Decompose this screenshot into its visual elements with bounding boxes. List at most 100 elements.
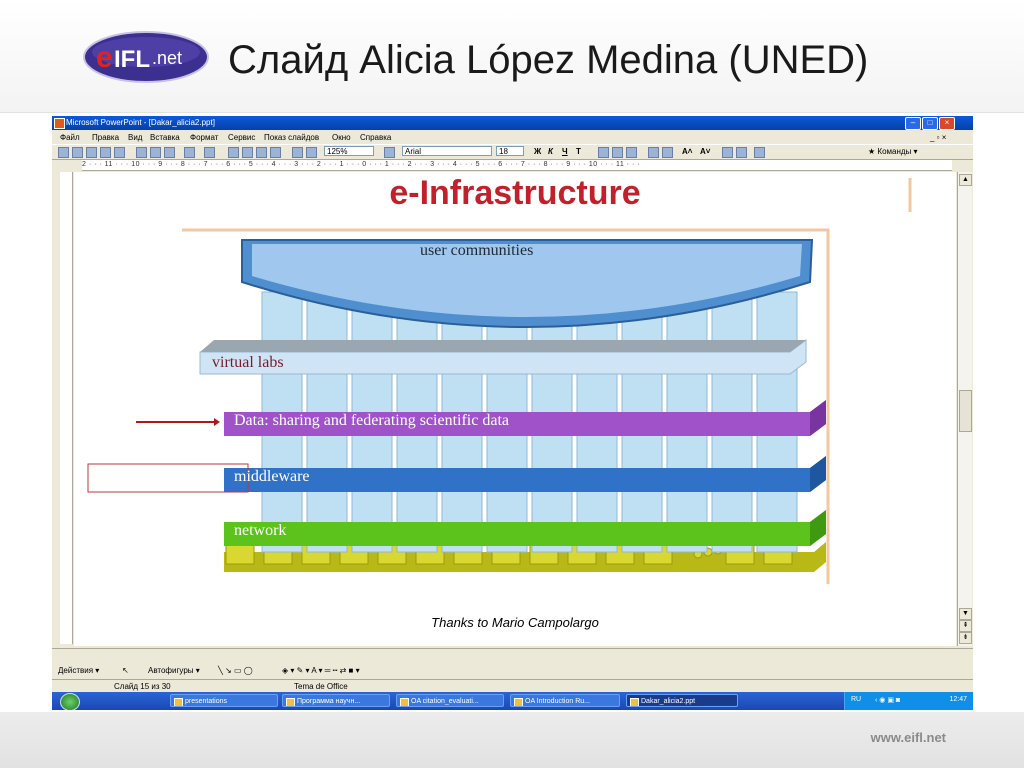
tray-icons[interactable]: ‹ ◉ ▣ ◙ [875,697,901,704]
doc-window-controls[interactable]: _ ▫ × [930,133,947,142]
task-dakar-ppt[interactable]: Dakar_alicia2.ppt [626,694,738,707]
credit-text: Thanks to Mario Campolargo [431,615,599,630]
cut-icon[interactable] [136,147,147,158]
numbering-icon[interactable] [648,147,659,158]
base-layer [224,542,826,572]
decrease-font-button[interactable]: A˅ [700,147,711,156]
task-oa-citation[interactable]: OA citation_evaluati... [396,694,504,707]
footer-url[interactable]: www.eifl.net [870,730,946,745]
menu-bar: Файл Правка Вид Вставка Формат Сервис По… [52,131,973,143]
label-network: network [234,522,287,539]
window-title: Microsoft PowerPoint - [Dakar_alicia2.pp… [66,118,215,127]
promote-icon[interactable] [722,147,733,158]
menu-window[interactable]: Окно [332,133,351,142]
font-name-select[interactable]: Arial [402,146,492,156]
insert-chart-icon[interactable] [270,147,281,158]
powerpoint-window: Microsoft PowerPoint - [Dakar_alicia2.pp… [52,116,973,710]
menu-insert[interactable]: Вставка [150,133,180,142]
horizontal-ruler[interactable]: 2 · · · 11 · · · 10 · · · 9 · · · 8 · · … [82,160,952,171]
select-arrow-icon[interactable]: ↖ [122,666,129,675]
menu-file[interactable]: Файл [60,133,80,142]
menu-help[interactable]: Справка [360,133,392,142]
menu-slideshow[interactable]: Показ слайдов [264,133,320,142]
commands-button[interactable]: ★ Команды ▾ [868,147,918,156]
vertical-scrollbar[interactable]: ▲ ▼ ⇞ ⇟ [957,172,972,646]
slide-header: e IFL .net Слайд Alicia López Medina (UN… [0,0,1024,113]
underline-button[interactable]: Ч [562,147,568,156]
vertical-ruler[interactable] [60,172,73,644]
font-size-select[interactable]: 18 [496,146,524,156]
fill-color-icon[interactable]: ◈ ▾ ✎ ▾ A ▾ ═ ┅ ⇄ ■ ▾ [282,666,360,675]
middleware-layer-shape [224,456,826,492]
slide-title: Слайд Alicia López Medina (UNED) [228,38,869,82]
scroll-down-icon[interactable]: ▼ [959,608,972,620]
task-presentations[interactable]: presentations [170,694,278,707]
arrowhead-icon [214,418,220,426]
menu-view[interactable]: Вид [128,133,143,142]
paste-icon[interactable] [164,147,175,158]
language-indicator[interactable]: RU [851,696,862,703]
print-icon[interactable] [100,147,111,158]
close-button[interactable]: × [939,117,955,130]
save-icon[interactable] [86,147,97,158]
previous-slide-icon[interactable]: ⇞ [959,620,972,632]
bold-button[interactable]: Ж [534,147,542,156]
chart-icon[interactable] [228,147,239,158]
align-center-icon[interactable] [612,147,623,158]
standard-toolbar: 125% Arial 18 Ж К Ч Т A˄ A˅ ★ Команды ▾ [52,144,973,160]
logo-net: .net [152,48,182,68]
preview-icon[interactable] [114,147,125,158]
demote-icon[interactable] [736,147,747,158]
menu-tools[interactable]: Сервис [228,133,256,142]
eifl-logo: e IFL .net [83,31,209,83]
new-icon[interactable] [58,147,69,158]
minimize-button[interactable]: – [905,117,921,130]
frame-border [182,228,830,584]
redo-icon[interactable] [204,147,215,158]
increase-font-button[interactable]: A˄ [682,147,693,156]
logo-e: e [96,41,113,74]
slide-canvas[interactable]: e-Infrastructure [74,172,956,646]
start-button[interactable] [60,693,80,710]
help-icon[interactable] [384,147,395,158]
commands-label: Команды [877,147,912,156]
task-oa-introduction[interactable]: OA Introduction Ru... [510,694,620,707]
show-formatting-icon[interactable] [306,147,317,158]
align-left-icon[interactable] [598,147,609,158]
drawing-toolbar: Действия ▾ ↖ Автофигуры ▾ ╲ ↘ ▭ ◯ ◈ ▾ ✎ … [52,663,973,677]
task-program[interactable]: Программа научн... [282,694,390,707]
open-icon[interactable] [72,147,83,158]
infrastructure-diagram [87,178,912,584]
selection-outline [87,463,249,493]
copy-icon[interactable] [150,147,161,158]
scroll-thumb[interactable] [959,390,972,432]
powerpoint-icon [54,118,65,129]
tables-borders-icon[interactable] [256,147,267,158]
scroll-up-icon[interactable]: ▲ [959,174,972,186]
bullets-icon[interactable] [662,147,673,158]
italic-button[interactable]: К [548,147,553,156]
horizontal-scrollbar[interactable] [52,648,973,661]
zoom-select[interactable]: 125% [324,146,374,156]
menu-edit[interactable]: Правка [92,133,120,142]
undo-icon[interactable] [184,147,195,158]
align-right-icon[interactable] [626,147,637,158]
expand-icon[interactable] [292,147,303,158]
line-tool-icon[interactable]: ╲ ↘ ▭ ◯ [218,666,253,675]
slide-counter: Слайд 15 из 30 [114,682,171,691]
window-title-bar[interactable]: Microsoft PowerPoint - [Dakar_alicia2.pp… [52,116,973,130]
label-middleware: middleware [234,468,310,485]
table-icon[interactable] [242,147,253,158]
shadow-button[interactable]: Т [576,147,581,156]
maximize-button[interactable]: □ [922,117,938,130]
next-slide-icon[interactable]: ⇟ [959,632,972,644]
windows-taskbar: presentations Программа научн... OA cita… [52,692,973,710]
status-bar: Слайд 15 из 30 Tema de Office [52,679,973,692]
theme-name: Tema de Office [294,682,348,691]
menu-format[interactable]: Формат [190,133,219,142]
label-data: Data: sharing and federating scientific … [234,412,509,429]
effects-icon[interactable] [754,147,765,158]
label-virtual-labs: virtual labs [212,354,284,371]
actions-menu[interactable]: Действия ▾ [58,666,100,675]
autoshapes-menu[interactable]: Автофигуры ▾ [148,666,200,675]
